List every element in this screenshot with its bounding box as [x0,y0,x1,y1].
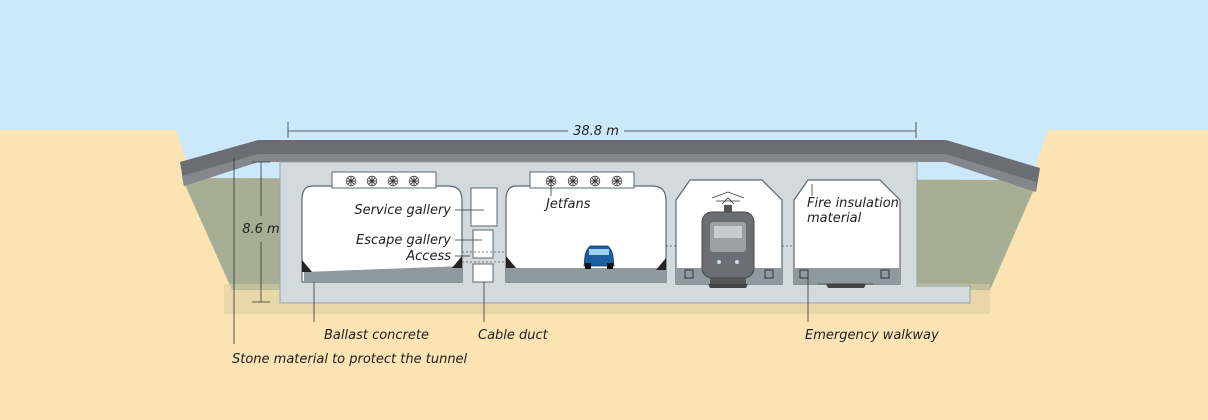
jetfan-icon [345,175,357,187]
rail-track-right [826,284,866,288]
jetfan-icon [387,175,399,187]
ballast-concrete-label: Ballast concrete [324,328,429,343]
emergency-walkway-label: Emergency walkway [805,328,939,343]
access-label: Access [405,249,451,264]
stone-protection-layer [180,140,1040,192]
height-dimension-label: 8.6 m [242,222,279,237]
height-dimension [252,161,270,303]
stone-material-label: Stone material to protect the tunnel [232,352,468,367]
fan-housing-right [529,171,635,189]
ballast-wedge-left-2 [452,256,462,268]
ballast-wedge-right-2 [656,258,666,270]
rail-track-left [708,284,748,288]
jetfan-icon [611,175,623,187]
fire-insulation-label-line1: Fire insulation [807,196,899,211]
width-dimension [287,122,917,138]
ballast-wedge-left [302,260,312,272]
car-icon [583,245,615,269]
jetfan-icon [408,175,420,187]
jetfan-icon [366,175,378,187]
cable-duct-box [472,263,494,283]
escape-gallery-label: Escape gallery [356,233,451,248]
road-tube-right-floor [506,268,666,282]
jetfans-label: Jetfans [543,197,591,212]
ground-sand [0,130,1208,420]
service-gallery-label: Service gallery [354,203,451,218]
road-tube-left-floor [304,266,462,282]
jetfan-icon [567,175,579,187]
rail-tube-right-floor [794,268,900,284]
ballast-wedge-right [506,256,516,268]
width-dimension-label: 38.8 m [573,124,619,139]
jetfan-icon [589,175,601,187]
service-gallery-box [470,187,498,227]
fire-insulation-label-line2: material [807,211,862,226]
cable-duct-label: Cable duct [478,328,549,343]
escape-gallery-box [472,229,494,259]
tram-icon [701,191,755,284]
